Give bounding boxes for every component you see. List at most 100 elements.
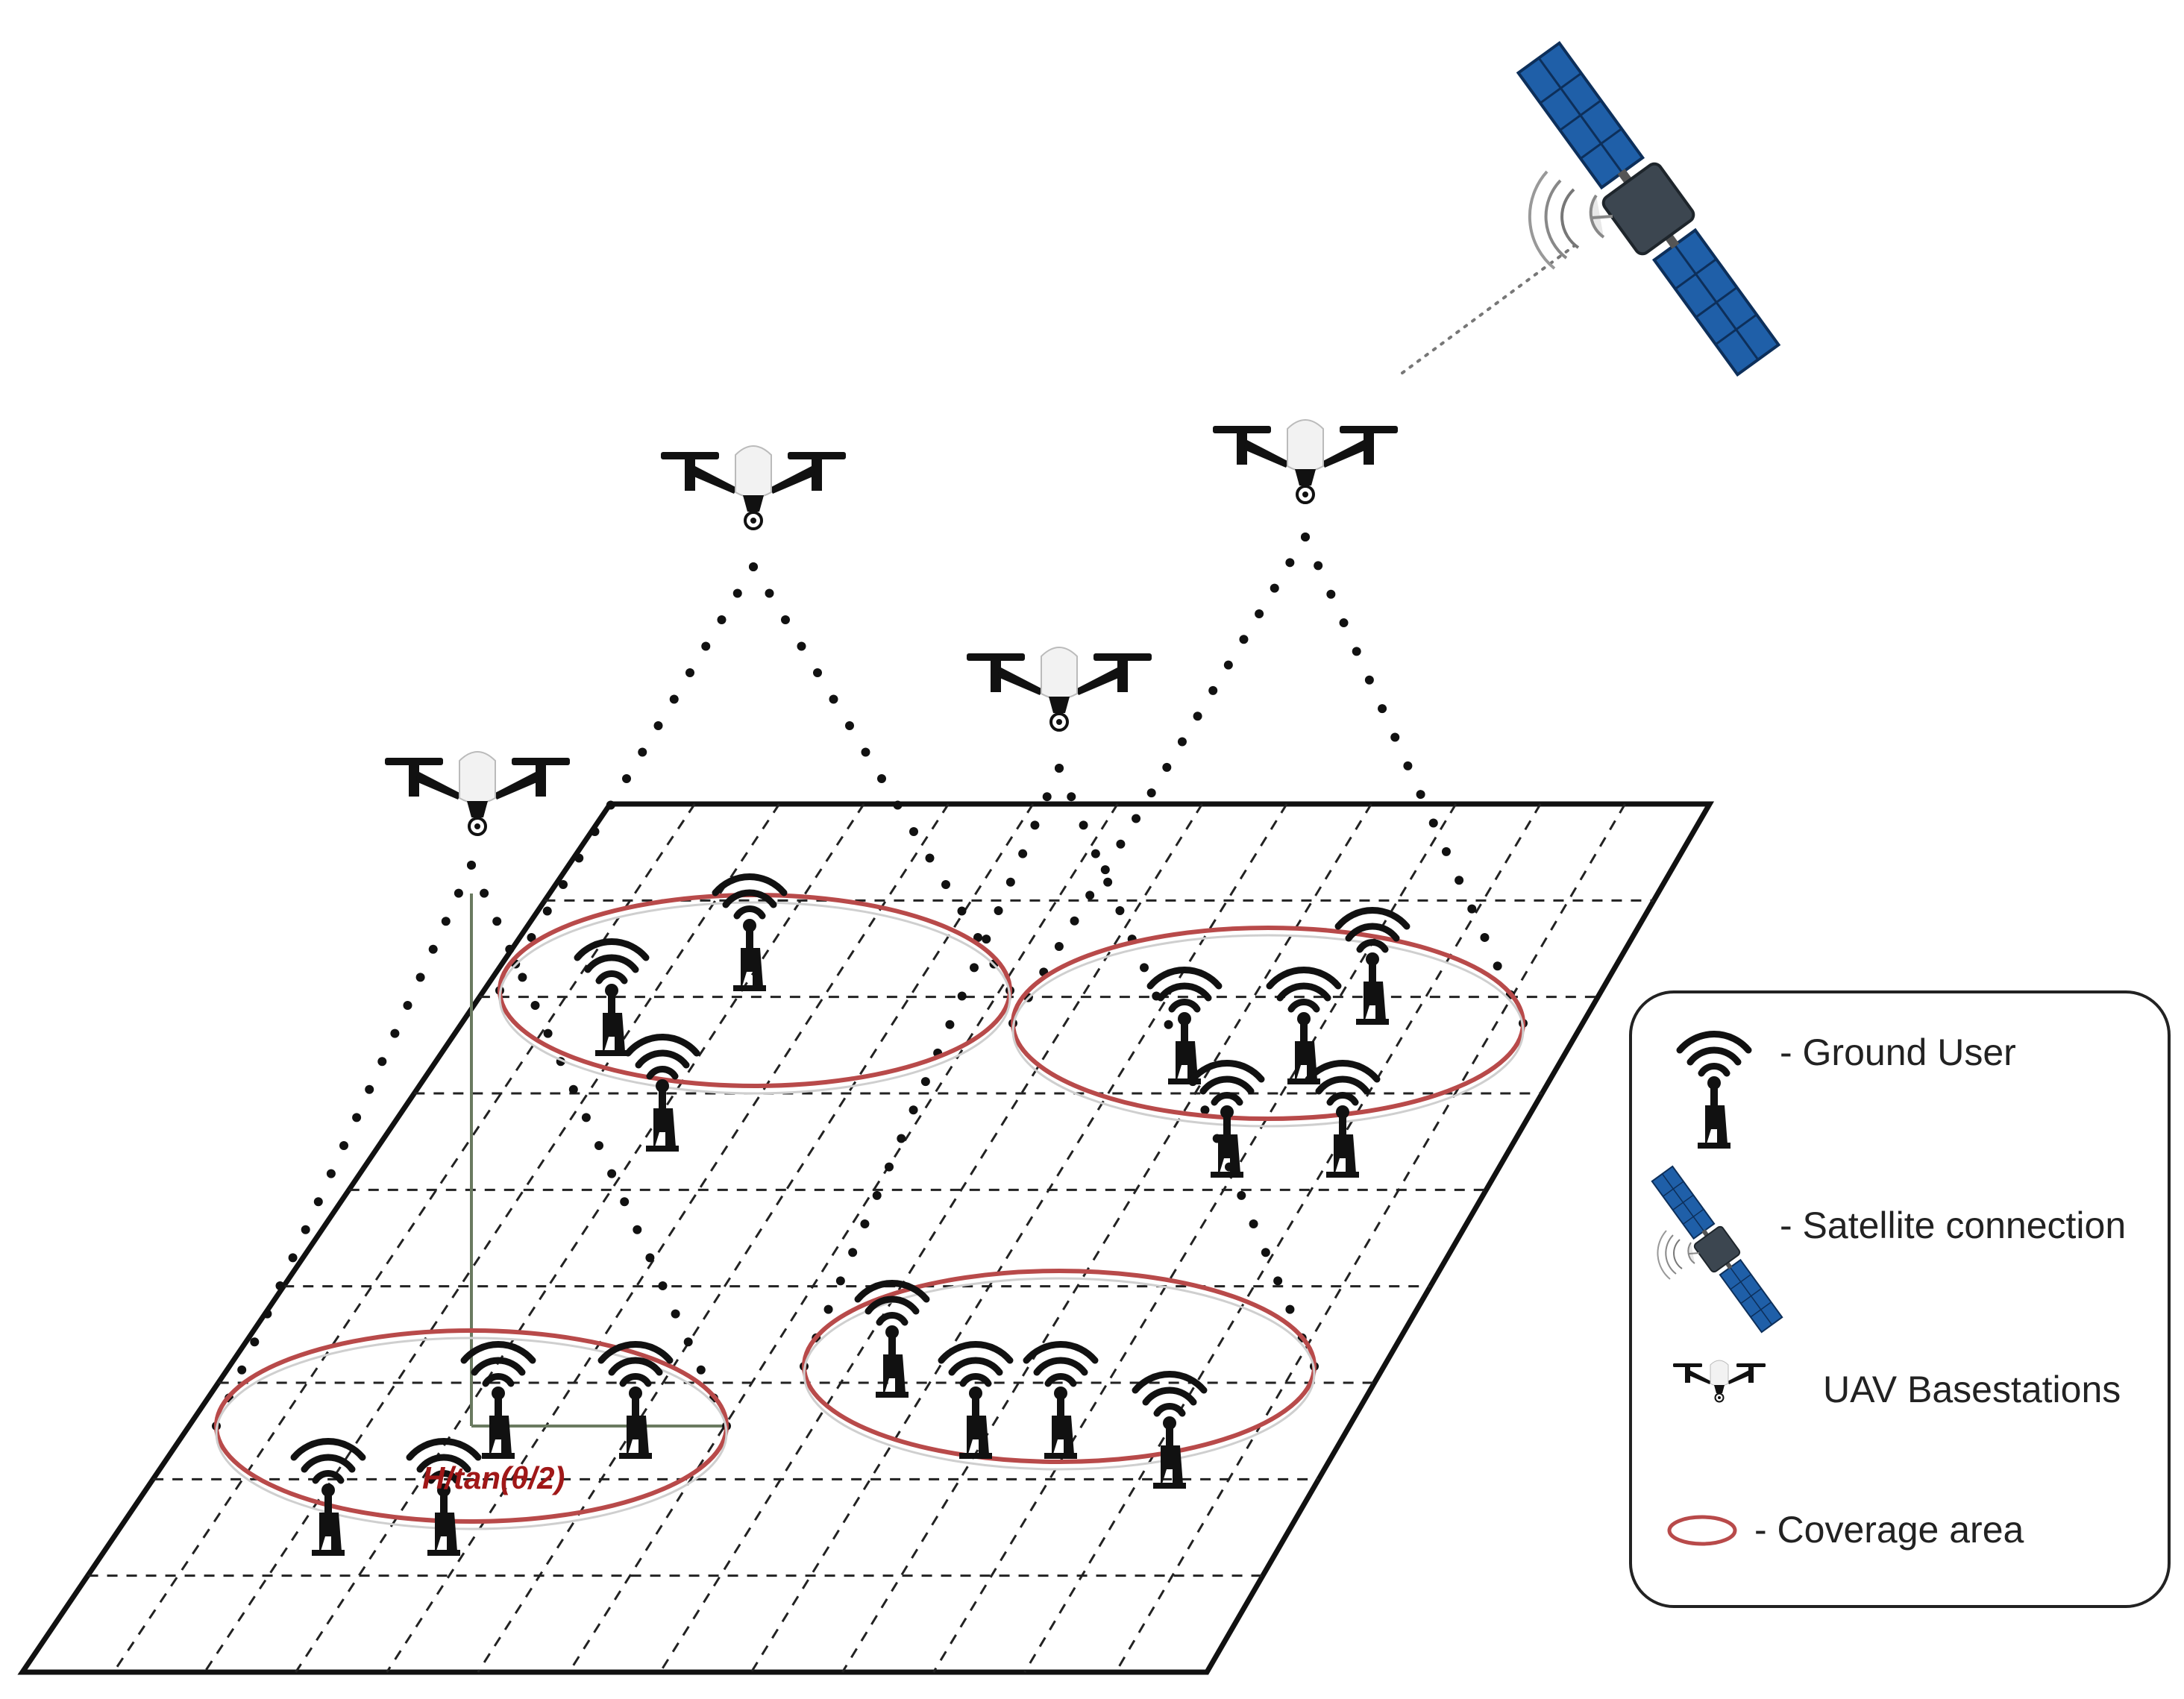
beam-dot xyxy=(1364,675,1374,685)
beam-dot xyxy=(653,721,663,730)
beam-dot xyxy=(909,827,918,836)
beam-dot xyxy=(1162,762,1172,772)
beam-dot xyxy=(877,774,886,783)
beam-dot xyxy=(581,1113,591,1122)
beam-dot xyxy=(1285,558,1295,568)
beam-dot xyxy=(994,905,1003,915)
satellite-icon xyxy=(1509,36,1788,382)
beam-dot xyxy=(590,827,600,836)
beam-dot xyxy=(957,991,967,1001)
beam-dot xyxy=(1103,877,1113,887)
beam-dot xyxy=(885,1162,894,1172)
beam-dot xyxy=(920,1077,930,1087)
beam-dot xyxy=(1116,839,1126,849)
beam-dot xyxy=(671,1309,680,1319)
beam-dot xyxy=(897,1134,906,1143)
beam-dot xyxy=(454,888,463,898)
beam-dot xyxy=(848,1248,858,1257)
beam-dot xyxy=(301,1225,310,1234)
beam-dot xyxy=(326,1169,336,1178)
beam-dot xyxy=(352,1113,362,1122)
beam-dot xyxy=(1237,1190,1246,1200)
beam-dot xyxy=(645,1253,655,1263)
beam-dot xyxy=(781,615,790,624)
beam-dot xyxy=(973,933,982,942)
grid-line xyxy=(1023,803,1542,1673)
beam-dot xyxy=(313,1197,323,1207)
beam-dot xyxy=(638,747,647,757)
beam-dot xyxy=(1270,583,1279,593)
beam-dot xyxy=(683,1337,693,1347)
beam-dot xyxy=(250,1337,260,1347)
beam-dot xyxy=(1079,820,1088,830)
beam-dot xyxy=(1285,1304,1295,1314)
beam-dot xyxy=(428,944,438,954)
beam-dot xyxy=(237,1365,247,1375)
satellite-link xyxy=(1401,245,1575,374)
legend-box xyxy=(1629,990,2171,1608)
beam-dot xyxy=(1493,961,1502,971)
uav-icon xyxy=(659,445,847,530)
beam-dot xyxy=(1177,737,1187,747)
beam-dot xyxy=(982,935,991,944)
beam-dot xyxy=(527,933,536,942)
legend: - Ground User - Satellite connection UAV… xyxy=(1629,990,2171,1608)
legend-label: UAV Basestations xyxy=(1823,1369,2121,1410)
beam-dot xyxy=(542,906,552,916)
beam-dot xyxy=(543,1028,553,1038)
grid-line xyxy=(841,803,1372,1673)
grid-line xyxy=(477,803,1035,1673)
grid-line xyxy=(568,803,1119,1673)
beam-dot xyxy=(1223,660,1233,670)
beam-dot xyxy=(568,1084,578,1094)
legend-label: - Coverage area xyxy=(1754,1509,2024,1551)
beam-dot xyxy=(530,1001,540,1010)
beam-dot xyxy=(669,694,679,704)
beam-dot xyxy=(622,774,631,783)
ground-grid xyxy=(87,803,1654,1673)
beam-dot xyxy=(829,694,838,704)
beam-dot xyxy=(1441,847,1451,856)
beam-dot xyxy=(1249,1219,1258,1229)
beam-dot xyxy=(1378,704,1387,714)
beam-dot xyxy=(607,1169,617,1178)
beam-dot xyxy=(1301,533,1310,541)
beam-dot xyxy=(263,1309,272,1319)
beam-dot xyxy=(1115,905,1125,915)
uav-icon xyxy=(1211,418,1399,504)
beam-dot xyxy=(1200,1105,1210,1115)
grid-line xyxy=(1114,803,1626,1673)
beam-dot xyxy=(606,800,615,810)
beam-dot xyxy=(941,880,950,889)
beam-dot xyxy=(696,1365,706,1375)
beam-dot xyxy=(518,973,527,982)
beam-dot xyxy=(717,615,727,624)
legend-label: - Satellite connection xyxy=(1780,1205,2126,1246)
ground-plane xyxy=(17,801,1715,1675)
beam-dot xyxy=(1067,792,1076,802)
beam-dot xyxy=(339,1141,348,1150)
beam-dot xyxy=(1273,1276,1283,1286)
beam-dot xyxy=(1146,788,1156,798)
beam-dot xyxy=(1193,712,1202,721)
grid-line xyxy=(659,803,1203,1673)
beam-dot xyxy=(813,668,822,677)
beam-dot xyxy=(377,1057,387,1067)
beam-dot xyxy=(441,917,451,926)
beam-dot xyxy=(925,853,935,863)
beam-dot xyxy=(288,1253,298,1263)
beam-dot xyxy=(1390,732,1400,742)
beam-dot xyxy=(957,906,967,916)
beam-dot xyxy=(1132,814,1141,823)
beam-dot xyxy=(505,944,515,954)
beam-dot xyxy=(1239,635,1249,644)
beam-dot xyxy=(275,1281,285,1290)
beam-dot xyxy=(1018,849,1028,858)
uav-basestations xyxy=(383,418,1399,836)
beam-dot xyxy=(1005,877,1015,887)
beam-dot xyxy=(467,861,476,870)
beam-dot xyxy=(1055,764,1064,773)
beam-dot xyxy=(861,747,870,757)
beam-dot xyxy=(1352,647,1361,656)
beam-dot xyxy=(620,1197,630,1207)
